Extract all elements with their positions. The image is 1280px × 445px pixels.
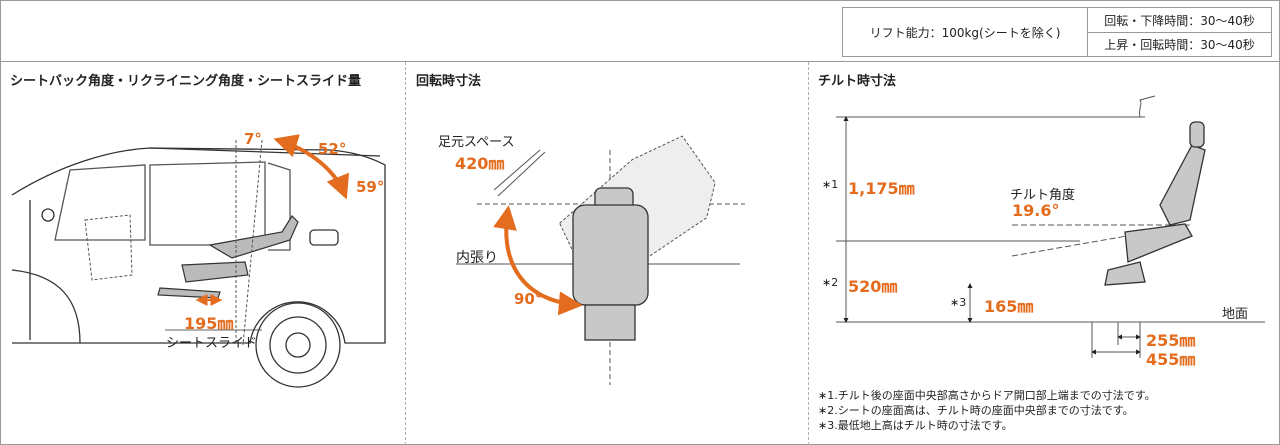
slide-value: 195㎜ [184,314,234,333]
note-mark-2: ∗2 [822,276,839,289]
vehicle-side-illustration [11,147,386,388]
recline-arrow [273,134,349,200]
header-divider [0,61,1280,62]
panel3-title: チルト時寸法 [818,74,897,89]
note-mark-3: ∗3 [950,296,967,309]
foot-space-label: 足元スペース [438,135,515,150]
trim-label: 内張り [456,250,498,266]
footnote-3: ∗3.最低地上高はチルト時の寸法です。 [818,419,1013,432]
panel-divider-1 [405,62,406,445]
rotation-arrow [493,205,583,316]
panel-divider-2 [808,62,809,445]
rotation-angle: 90° [514,290,543,308]
footnote-1: ∗1.チルト後の座面中央部高さからドア開口部上端までの寸法です。 [818,389,1156,402]
note-mark-1: ∗1 [822,178,839,191]
rotate-down-time: 回転・下降時間：30〜40秒 [1088,8,1271,33]
seat-top-view [572,187,649,341]
panel1-title: シートバック角度・リクライニング角度・シートスライド量 [10,74,362,89]
tilt-angle-value: 19.6° [1012,201,1060,220]
lift-capacity: リフト能力：100kg(シートを除く) [843,8,1088,56]
slide-label: シートスライド [166,336,258,351]
clearance-165: 165㎜ [984,297,1034,316]
panel2-title: 回転時寸法 [416,74,482,89]
rise-rotate-time: 上昇・回転時間：30〜40秒 [1104,37,1255,52]
dist-455: 455㎜ [1146,350,1196,369]
dist-255: 255㎜ [1146,331,1196,350]
footnotes: ∗1.チルト後の座面中央部高さからドア開口部上端までの寸法です。 ∗2.シートの… [818,388,1156,433]
angle-52-label: 52° [318,140,347,158]
seat-illustration [157,215,299,299]
height-1175: 1,175㎜ [848,179,915,198]
height-520: 520㎜ [848,277,898,296]
spec-table: リフト能力：100kg(シートを除く) 回転・下降時間：30〜40秒 上昇・回転… [842,7,1272,57]
angle-7-label: 7° [244,130,262,148]
footnote-2: ∗2.シートの座面高は、チルト時の座面中央部までの寸法です。 [818,404,1134,417]
tilt-angle-label: チルト角度 [1010,188,1076,203]
ground-label: 地面 [1222,307,1249,322]
tilted-seat-illustration [1104,121,1206,286]
foot-space-value: 420㎜ [455,154,505,173]
angle-59-label: 59° [356,178,385,196]
